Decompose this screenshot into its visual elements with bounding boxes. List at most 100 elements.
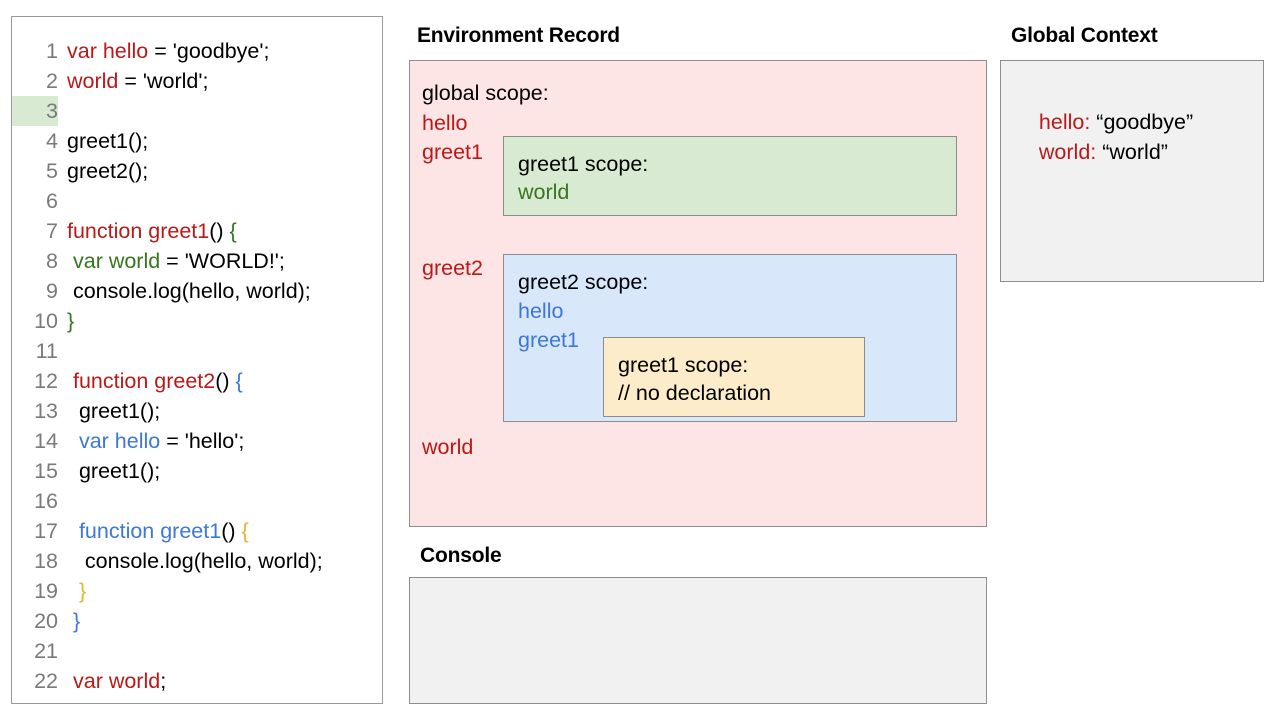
line-number: 21 (34, 639, 58, 663)
code-token: = 'world'; (118, 69, 209, 93)
code-line[interactable]: 17 function greet1() { (12, 516, 382, 546)
line-number: 5 (46, 159, 58, 183)
line-number: 17 (34, 519, 58, 543)
greet1-scope-box: greet1 scope: world (503, 136, 957, 216)
greet2-scope-var-greet1: greet1 (518, 328, 579, 352)
global-scope-var-hello: hello (422, 111, 468, 135)
greet2-scope-var-hello: hello (518, 299, 564, 323)
code-token: } (78, 579, 87, 603)
greet1-inner-scope-comment: // no declaration (618, 381, 771, 405)
global-context-value-world: “world” (1096, 140, 1168, 164)
code-line-text: } (58, 606, 80, 636)
global-context-value-hello: “goodbye” (1090, 110, 1194, 134)
line-number: 13 (34, 399, 58, 423)
code-line-text: var world; (58, 666, 166, 696)
console-panel[interactable] (409, 577, 987, 704)
code-line-text: greet1(); (58, 456, 160, 486)
code-line[interactable]: 19 } (12, 576, 382, 606)
code-line-text: function greet2() { (58, 366, 243, 396)
code-line-text: greet2(); (58, 156, 148, 186)
code-token: () (215, 369, 236, 393)
global-context-heading: Global Context (1011, 24, 1158, 47)
code-line[interactable]: 18 console.log(hello, world); (12, 546, 382, 576)
code-token: = 'WORLD!'; (160, 249, 285, 273)
code-token: greet1(); (67, 129, 149, 153)
greet2-scope-box: greet2 scope: hello greet1 greet1 scope:… (503, 254, 957, 422)
line-number: 16 (34, 489, 58, 513)
greet2-scope-title: greet2 scope: (518, 270, 649, 294)
greet1-scope-title: greet1 scope: (518, 152, 649, 176)
code-token: greet1(); (67, 459, 161, 483)
console-heading: Console (420, 544, 502, 567)
code-line[interactable]: 15 greet1(); (12, 456, 382, 486)
global-scope-var-greet2: greet2 (422, 256, 483, 280)
code-line-text: var world = 'WORLD!'; (58, 246, 285, 276)
line-number: 11 (35, 339, 58, 363)
code-line[interactable]: 21 (12, 636, 382, 666)
code-token (67, 579, 79, 603)
code-line-text: world = 'world'; (58, 66, 208, 96)
code-line[interactable]: 16 (12, 486, 382, 516)
code-line[interactable]: 20 } (12, 606, 382, 636)
greet1-scope-var-world: world (518, 180, 570, 204)
code-token: console.log(hello, world); (67, 549, 323, 573)
global-context-key-world: world: (1038, 140, 1097, 164)
code-line[interactable]: 13 greet1(); (12, 396, 382, 426)
greet1-inner-scope-title: greet1 scope: (618, 353, 749, 377)
greet1-inner-scope-box: greet1 scope: // no declaration (603, 337, 865, 417)
code-line-text: console.log(hello, world); (58, 276, 311, 306)
code-line[interactable]: 8 var world = 'WORLD!'; (12, 246, 382, 276)
code-line-text: greet1(); (58, 396, 160, 426)
code-token: = 'hello'; (160, 429, 245, 453)
code-line[interactable]: 4 greet1(); (12, 126, 382, 156)
code-token: } (67, 309, 75, 333)
line-number: 12 (34, 369, 58, 393)
code-line-text: var hello = 'hello'; (58, 426, 244, 456)
code-token: greet2(); (67, 159, 149, 183)
code-line-text: console.log(hello, world); (58, 546, 323, 576)
code-token: var hello (78, 429, 161, 453)
code-line-text: } (58, 306, 74, 336)
global-context-panel: hello: “goodbye” world: “world” (1000, 60, 1264, 282)
code-token: var world (72, 249, 161, 273)
line-number: 9 (46, 279, 58, 303)
line-number: 18 (34, 549, 58, 573)
line-number: 3 (12, 96, 58, 126)
code-line[interactable]: 12 function greet2() { (12, 366, 382, 396)
code-line[interactable]: 11 (12, 336, 382, 366)
code-line[interactable]: 9 console.log(hello, world); (12, 276, 382, 306)
code-line[interactable]: 10} (12, 306, 382, 336)
code-line[interactable]: 14 var hello = 'hello'; (12, 426, 382, 456)
code-line-text: function greet1() { (58, 516, 249, 546)
line-number: 22 (34, 669, 58, 693)
code-token: function greet1 (78, 519, 222, 543)
code-token (67, 429, 79, 453)
code-token: { (241, 519, 249, 543)
code-token: function greet2 (72, 369, 216, 393)
code-line-text: } (58, 576, 86, 606)
line-number: 2 (46, 69, 58, 93)
code-line[interactable]: 22 var world; (12, 666, 382, 696)
line-number: 1 (46, 39, 58, 63)
code-line[interactable]: 6 (12, 186, 382, 216)
code-line[interactable]: 3 (12, 96, 382, 126)
code-line-text: greet1(); (58, 126, 148, 156)
code-line-text: var hello = 'goodbye'; (58, 36, 269, 66)
environment-record-panel: global scope: hello greet1 greet2 world … (409, 60, 987, 527)
code-token: console.log(hello, world); (67, 279, 311, 303)
code-token: ; (160, 669, 167, 693)
line-number: 4 (46, 129, 58, 153)
code-token: function greet1 (67, 219, 210, 243)
code-token: var hello (67, 39, 149, 63)
code-token: var world (72, 669, 161, 693)
global-scope-var-greet1: greet1 (422, 140, 483, 164)
code-token: = 'goodbye'; (148, 39, 270, 63)
line-number: 6 (46, 189, 58, 213)
global-scope-title: global scope: (422, 81, 549, 105)
code-token: () (221, 519, 242, 543)
code-line[interactable]: 5 greet2(); (12, 156, 382, 186)
